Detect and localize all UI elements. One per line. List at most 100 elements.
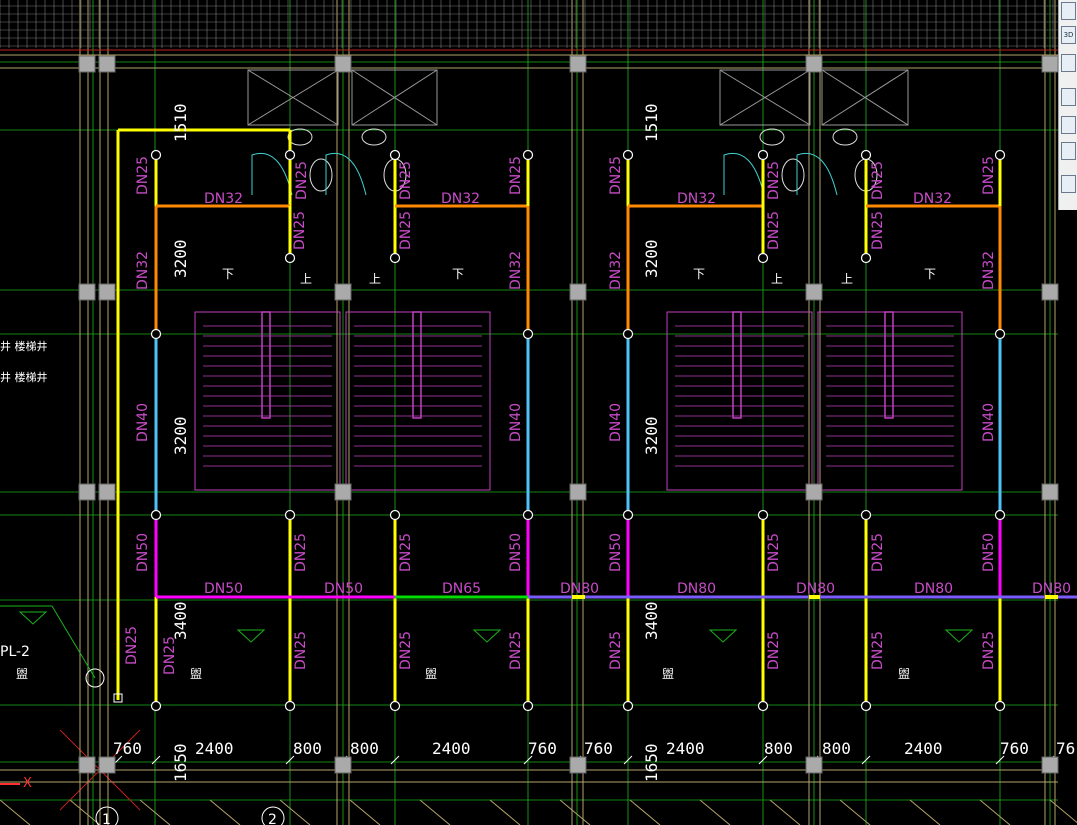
label-dn80: DN80 (677, 581, 716, 597)
dimension-tick (151, 755, 161, 765)
dim-1650: 1650 (171, 743, 190, 782)
label-dn25: DN25 (766, 161, 782, 200)
shaft-cross (247, 69, 339, 126)
label-dn25: DN25 (981, 631, 997, 670)
dim-1650: 1650 (642, 743, 661, 782)
stair-handrail (884, 311, 894, 419)
riser-symbol (85, 668, 105, 688)
view-3d-button[interactable]: 3D (1061, 26, 1076, 44)
room-tag: 盥 (662, 667, 674, 681)
stair-handrail (261, 311, 271, 419)
left-note: 井 楼梯井 (0, 339, 48, 353)
orbit-icon[interactable] (1061, 2, 1076, 20)
level-marker (708, 629, 738, 643)
bottom-wall-line (419, 799, 451, 825)
column (569, 756, 587, 774)
bottom-wall-line (629, 799, 661, 825)
dimension-tick (523, 755, 533, 765)
riser-node (622, 328, 634, 340)
shaft-cross (719, 69, 811, 126)
label-dn25: DN25 (398, 161, 414, 200)
dim-3200: 3200 (171, 416, 190, 455)
door-swing (251, 153, 293, 196)
dim-bottom: 760 (528, 739, 557, 758)
pan-icon[interactable] (1061, 116, 1076, 134)
room-tag: 盥 (425, 667, 437, 681)
shaft-cross (351, 69, 438, 126)
riser-node (757, 149, 769, 161)
label-dn50: DN50 (324, 581, 363, 597)
level-marker (472, 629, 502, 643)
shaft-box (821, 69, 909, 126)
column (98, 756, 116, 774)
column (98, 55, 116, 73)
label-dn50: DN50 (508, 533, 524, 572)
riser-node (150, 149, 162, 161)
walk-icon[interactable] (1061, 88, 1076, 106)
bottom-wall-line (209, 799, 241, 825)
column (78, 55, 96, 73)
riser-node (757, 252, 769, 264)
riser-node (522, 149, 534, 161)
riser-node (994, 509, 1006, 521)
stair-up-text: 上 (771, 272, 783, 286)
pipe-layer (0, 128, 1077, 706)
label-dn25: DN25 (766, 631, 782, 670)
toilet-tank (361, 128, 387, 146)
label-dn65: DN65 (442, 581, 481, 597)
stair-outline (345, 311, 491, 491)
label-dn80: DN80 (560, 581, 599, 597)
column (569, 483, 587, 501)
stair-up-text: 上 (369, 272, 381, 286)
riser-node (757, 509, 769, 521)
show-motion-icon[interactable] (1061, 175, 1076, 193)
riser-node (389, 252, 401, 264)
label-dn80: DN80 (914, 581, 953, 597)
column (805, 283, 823, 301)
riser-node (150, 509, 162, 521)
riser-node (860, 252, 872, 264)
riser-node (994, 149, 1006, 161)
bottom-wall-line (839, 799, 871, 825)
dim-bottom: 2400 (904, 739, 943, 758)
stair-down-text: 下 (693, 267, 705, 281)
column (334, 55, 352, 73)
zoom-icon[interactable] (1061, 142, 1076, 160)
room-tag: 盥 (190, 667, 202, 681)
stair-outline (817, 311, 963, 491)
label-dn25: DN25 (870, 533, 886, 572)
riser-node (994, 700, 1006, 712)
label-dn80: DN80 (796, 581, 835, 597)
bottom-wall-line (279, 799, 311, 825)
riser-node (522, 328, 534, 340)
label-dn40: DN40 (508, 403, 524, 442)
stair-up-text: 上 (841, 272, 853, 286)
dim-bottom: 2400 (666, 739, 705, 758)
riser-node (284, 149, 296, 161)
shaft-cross (821, 69, 909, 126)
label-dn25: DN25 (293, 631, 309, 670)
bottom-wall-line (769, 799, 801, 825)
riser-node (522, 509, 534, 521)
column (805, 55, 823, 73)
riser-node (522, 700, 534, 712)
label-dn32: DN32 (135, 251, 151, 290)
dim-1510: 1510 (171, 103, 190, 142)
riser-node (622, 509, 634, 521)
label-dn25: DN25 (508, 631, 524, 670)
column (1041, 756, 1059, 774)
column (1041, 283, 1059, 301)
dim-bottom: 760 (1000, 739, 1029, 758)
stair-down-text: 下 (924, 267, 936, 281)
dim-bottom: 760 (584, 739, 613, 758)
toilet-tank (759, 128, 785, 146)
level-marker (18, 611, 48, 625)
column (805, 756, 823, 774)
view-cube-icon[interactable] (1061, 54, 1076, 72)
column (334, 283, 352, 301)
riser-node (150, 700, 162, 712)
toilet-tank (287, 128, 313, 146)
toilet-tank (832, 128, 858, 146)
